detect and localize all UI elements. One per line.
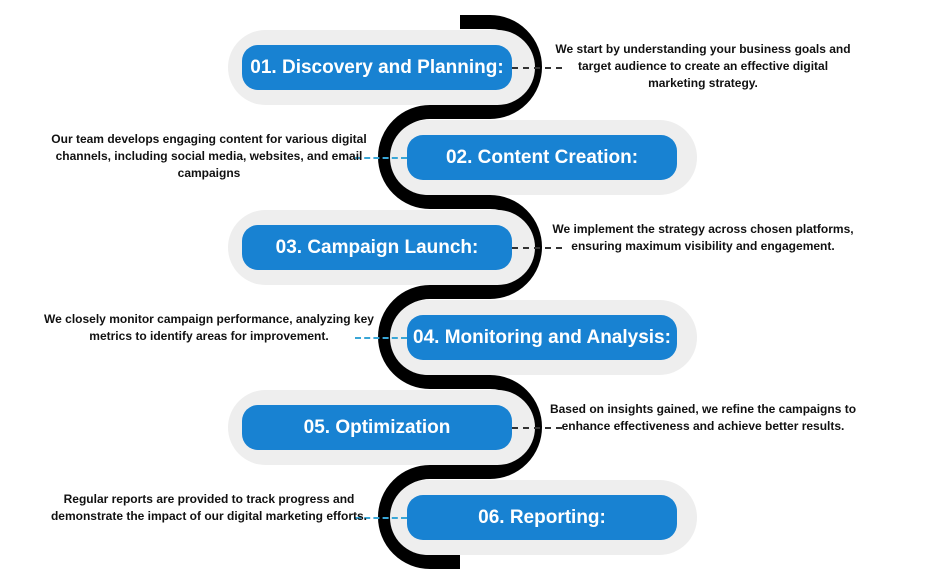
step-1-title: 01. Discovery and Planning: xyxy=(242,45,512,90)
step-1-connector xyxy=(512,67,562,69)
step-1-description: We start by understanding your business … xyxy=(555,42,851,90)
step-2-connector xyxy=(355,157,407,159)
step-5-connector xyxy=(512,427,562,429)
step-6-description: Regular reports are provided to track pr… xyxy=(50,492,368,523)
step-6-connector xyxy=(355,517,407,519)
step-2-description: Our team develops engaging content for v… xyxy=(51,132,367,180)
step-5-title: 05. Optimization xyxy=(242,405,512,450)
step-6-title: 06. Reporting: xyxy=(407,495,677,540)
step-4-connector xyxy=(355,337,407,339)
step-4-description: We closely monitor campaign performance,… xyxy=(44,312,374,343)
step-5-description: Based on insights gained, we refine the … xyxy=(549,402,857,433)
step-2-title: 02. Content Creation: xyxy=(407,135,677,180)
step-4-title: 04. Monitoring and Analysis: xyxy=(407,315,677,360)
step-3-connector xyxy=(512,247,562,249)
step-3-title: 03. Campaign Launch: xyxy=(242,225,512,270)
step-3-description: We implement the strategy across chosen … xyxy=(552,222,854,253)
